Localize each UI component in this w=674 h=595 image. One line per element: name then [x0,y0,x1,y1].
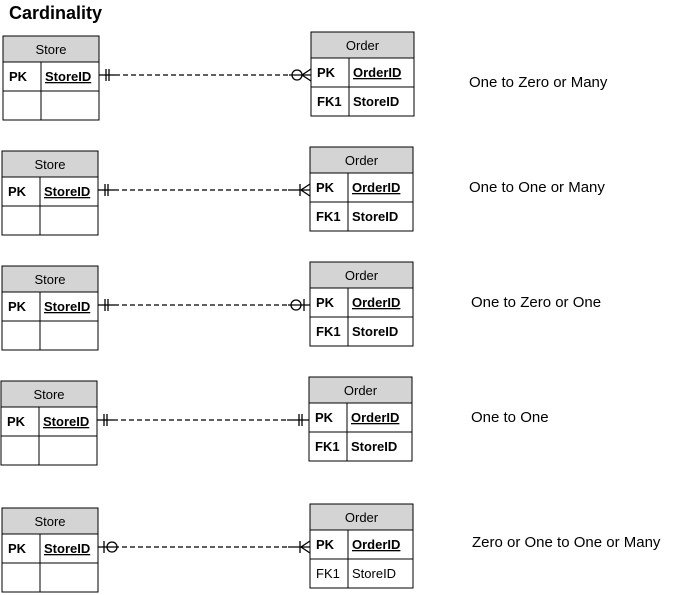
store-table-pk-label: PK [8,184,27,199]
order-table-fk-label: FK1 [316,209,341,224]
order-table-pk-label: PK [316,295,335,310]
store-table-pk-label: PK [8,299,27,314]
parent-end-circle [106,541,118,553]
order-table-name: Order [345,153,379,168]
order-table-header [308,376,413,404]
relationship-label: Zero or One to One or Many [472,534,661,551]
order-table-name: Order [345,510,379,525]
child-end-crows-foot [299,183,311,197]
store-table-name: Store [35,42,66,57]
order-table-fk-field: StoreID [352,324,398,339]
order-table-pk-label: PK [315,410,334,425]
order-table-pk-field: OrderID [351,410,399,425]
child-end-circle [290,299,302,311]
store-table-pk-field: StoreID [45,69,91,84]
order-table-fk-field: StoreID [351,439,397,454]
order-table-header [309,261,414,289]
order-table-fk-label: FK1 [317,94,342,109]
store-table-pk-field: StoreID [44,184,90,199]
child-end-circle [291,69,303,81]
store-table-pk-field: StoreID [43,414,89,429]
store-table-header [0,380,98,408]
relationship-label: One to One or Many [469,179,605,196]
order-table-name: Order [346,38,380,53]
order-table-fk-field: StoreID [352,209,398,224]
child-end-crows-foot [299,540,311,554]
store-table-name: Store [33,387,64,402]
order-table-fk-field: StoreID [352,566,396,581]
order-table-pk-label: PK [317,65,336,80]
store-table-header [1,265,99,293]
order-table-pk-label: PK [316,180,335,195]
store-table-pk-field: StoreID [44,541,90,556]
order-table-pk-field: OrderID [352,537,400,552]
order-table-fk-label: FK1 [316,566,340,581]
relationship-label: One to Zero or One [471,294,601,311]
order-table-fk-label: FK1 [315,439,340,454]
order-table-pk-label: PK [316,537,335,552]
store-table-pk-field: StoreID [44,299,90,314]
store-table-name: Store [34,272,65,287]
relationship-label: One to Zero or Many [469,74,608,91]
store-table-name: Store [34,157,65,172]
order-table-name: Order [344,383,378,398]
diagram-title: Cardinality [9,3,103,23]
store-table-header [2,35,100,63]
store-table-pk-label: PK [9,69,28,84]
order-table-pk-field: OrderID [353,65,401,80]
order-table-pk-field: OrderID [352,180,400,195]
relationship-label: One to One [471,409,549,426]
order-table-pk-field: OrderID [352,295,400,310]
store-table-pk-label: PK [8,541,27,556]
order-table-fk-label: FK1 [316,324,341,339]
order-table-name: Order [345,268,379,283]
store-table-pk-label: PK [7,414,26,429]
store-table-header [1,507,99,535]
store-table-header [1,150,99,178]
order-table-fk-field: StoreID [353,94,399,109]
store-table-name: Store [34,514,65,529]
